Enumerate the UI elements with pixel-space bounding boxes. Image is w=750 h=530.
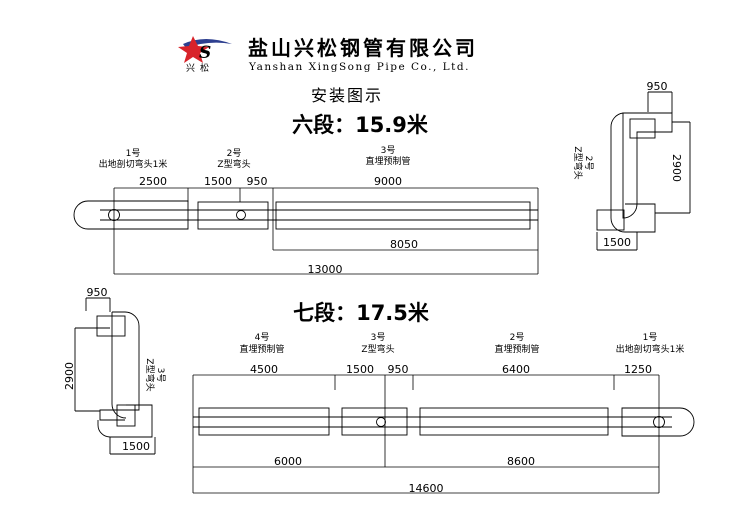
s7-elbow-1 <box>621 407 695 437</box>
s6-elbow-1 <box>73 200 189 230</box>
s6-part3-name: 直埋预制管 <box>365 155 410 167</box>
s7-part3-no: 3号 <box>371 332 386 343</box>
section6-title: 六段：15.9米 <box>292 113 429 137</box>
s6-pipes <box>73 200 538 230</box>
s6-part2-no: 2号 <box>227 148 242 159</box>
s7-side-dim-950: 950 <box>87 286 108 299</box>
s6-part2-name: Z型弯头 <box>217 158 250 170</box>
s6-part1-name: 出地剖切弯头1米 <box>99 158 168 170</box>
logo-star <box>178 36 209 63</box>
s6-elbow-1-mouth <box>108 209 120 221</box>
s7-part1-no: 1号 <box>643 332 658 343</box>
s6-z-elbow-mouth <box>236 210 246 220</box>
s6-side-dim-950: 950 <box>647 80 668 93</box>
logo-chars: 兴松 <box>186 62 214 74</box>
diagram-title: 安装图示 <box>311 86 383 105</box>
s7-dim-1500: 1500 <box>346 363 374 376</box>
s6-dim-9000: 9000 <box>374 175 402 188</box>
s7-z-elbow <box>341 407 408 436</box>
s7-side-dim-1500: 1500 <box>122 440 150 453</box>
company-name-en: Yanshan XingSong Pipe Co., Ltd. <box>248 61 470 73</box>
s6-dim-8050: 8050 <box>390 238 418 251</box>
s6-dim-13000: 13000 <box>308 263 343 276</box>
s7-elbow-1-mouth <box>653 416 665 428</box>
s6-side-dim-1500: 1500 <box>603 236 631 249</box>
s7-dim-1250: 1250 <box>624 363 652 376</box>
s6-side-label-no: 2号 <box>583 156 594 171</box>
s7-part2-no: 2号 <box>510 332 525 343</box>
logo-s-letter: S <box>199 43 211 63</box>
s6-dim-1500: 1500 <box>204 175 232 188</box>
s6-straight-pipe <box>275 201 531 230</box>
s7-dim-8600: 8600 <box>507 455 535 468</box>
s7-dim-6400: 6400 <box>502 363 530 376</box>
s7-straight-pipe-2 <box>419 407 609 436</box>
s6-dimension-lines <box>113 187 539 275</box>
s6-dim-2500: 2500 <box>139 175 167 188</box>
s7-dim-6000: 6000 <box>274 455 302 468</box>
s6-z-elbow <box>197 201 269 230</box>
s6-part1-no: 1号 <box>126 148 141 159</box>
s7-side-label-name: Z型弯头 <box>144 358 156 391</box>
s7-dim-950: 950 <box>388 363 409 376</box>
s7-part4-name: 直埋预制管 <box>239 343 284 355</box>
company-logo: S 兴松 <box>178 36 232 74</box>
s6-part3-no: 3号 <box>381 145 396 156</box>
s7-part1-name: 出地剖切弯头1米 <box>616 343 685 355</box>
s7-dimension-lines <box>192 374 660 494</box>
s6-side-dim-2900: 2900 <box>670 154 683 182</box>
s6-side-label-name: Z型弯头 <box>572 146 584 179</box>
s7-side-view <box>74 297 156 455</box>
section7-title: 七段：17.5米 <box>293 301 430 325</box>
s7-pipes <box>193 407 695 437</box>
s6-dim-950: 950 <box>247 175 268 188</box>
s7-dim-4500: 4500 <box>250 363 278 376</box>
s7-side-label-no: 3号 <box>155 368 166 383</box>
s7-side-dim-2900: 2900 <box>63 362 76 390</box>
s7-part2-name: 直埋预制管 <box>494 343 539 355</box>
s7-part3-name: Z型弯头 <box>361 343 394 355</box>
s7-straight-pipe-4 <box>198 407 330 436</box>
company-name: 盐山兴松钢管有限公司 <box>248 36 478 60</box>
s7-z-elbow-mouth <box>376 417 386 427</box>
s7-dim-14600: 14600 <box>409 482 444 495</box>
s7-part4-no: 4号 <box>255 332 270 343</box>
s6-side-view <box>596 91 691 251</box>
